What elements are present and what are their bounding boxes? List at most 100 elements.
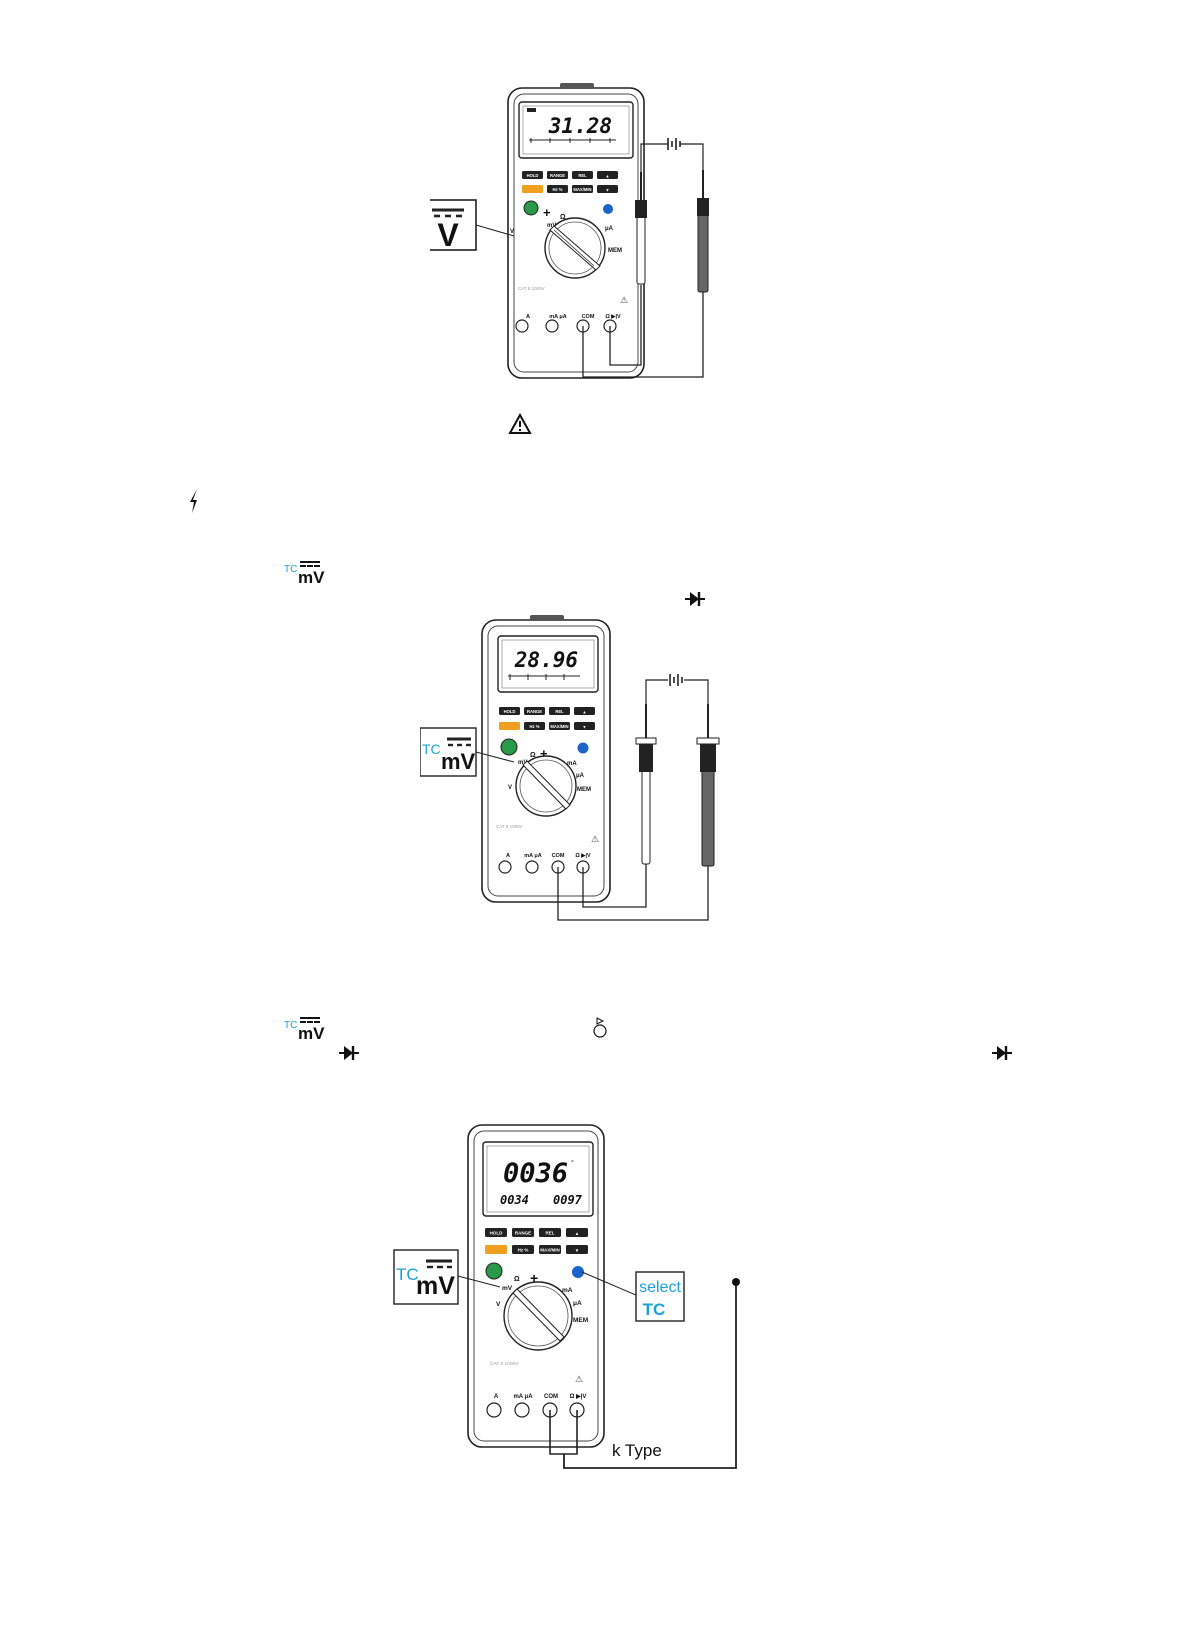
svg-text:HOLD: HOLD [490,1231,503,1236]
dial-label-mem: MEM [608,248,622,254]
hz-button[interactable] [547,185,568,193]
dial-label-ma: mA [567,761,577,767]
down-button[interactable] [566,1245,588,1254]
thermocouple-tip [732,1278,740,1286]
rel-button[interactable] [549,707,570,715]
red-probe [696,704,720,867]
shift-button[interactable] [499,722,520,730]
svg-text:+: + [530,1270,538,1286]
dial-label-ua: μA [605,226,614,232]
svg-text:RANGE: RANGE [515,1231,531,1236]
rel-button[interactable] [572,171,593,179]
svg-text:▼: ▼ [605,188,609,193]
callout-tc: TC [422,741,441,757]
down-button[interactable] [574,722,595,730]
hold-button[interactable] [485,1228,507,1237]
svg-text:MAX/MIN: MAX/MIN [540,1248,560,1253]
terminal-a [486,1402,502,1418]
terminal-label-a: A [506,853,510,859]
battery-symbol [667,138,681,150]
high-voltage-icon [190,489,197,513]
dial-label-ohm: Ω [530,752,536,759]
select-button[interactable] [577,742,589,754]
up-button[interactable] [597,171,618,179]
terminal-label-a: A [526,314,530,320]
button-panel: HOLD RANGE REL ▲ Hz % MAX/MIN ▼ [485,1228,588,1254]
cat-rating: CAT II 1000V [496,824,523,829]
maxmin-button[interactable] [549,722,570,730]
svg-text:°: ° [571,1159,574,1167]
power-button[interactable] [485,1262,503,1280]
terminal-label-ma: mA μA [549,314,567,320]
lcd-main-reading: 31.28 [548,114,612,138]
range-button[interactable] [524,707,545,715]
warning-icon [508,413,532,434]
shift-button[interactable] [485,1245,507,1254]
button-panel: HOLD RANGE REL ▲ Hz % MAX/MIN ▼ [522,171,618,193]
svg-text:REL: REL [578,173,587,178]
down-button[interactable] [597,185,618,193]
rel-button[interactable] [539,1228,561,1237]
cat-rating: CAT II 1000V [518,286,545,291]
range-button[interactable] [547,171,568,179]
diode-icon [992,1046,1012,1060]
dial-label-mem: MEM [573,1317,588,1324]
svg-text:▲: ▲ [575,1231,579,1236]
select-callout-box [635,1271,685,1322]
button-panel: HOLD RANGE REL ▲ Hz % MAX/MIN ▼ [499,707,595,730]
svg-text:+: + [540,746,548,761]
hz-button[interactable] [512,1245,534,1254]
dial-label-ohm: Ω [514,1276,520,1283]
terminal-ma [514,1402,530,1418]
dial-label-mv: mV [502,1285,513,1292]
hz-button[interactable] [524,722,545,730]
dial-label-ohm: Ω [560,214,566,221]
select-button[interactable] [603,204,613,214]
callout-v: V [437,217,459,253]
lcd-main-reading: 0036 [503,1158,568,1189]
up-button[interactable] [574,707,595,715]
hold-button[interactable] [499,707,520,715]
svg-text:REL: REL [555,709,564,714]
terminal-label-ma: mA μA [524,853,542,859]
svg-text:REL: REL [546,1231,555,1236]
black-probe [635,704,657,865]
up-button[interactable] [566,1228,588,1237]
callout-box [420,727,477,777]
svg-text:+: + [543,205,551,220]
dial-label-v: V [508,785,512,791]
inline-tc-mv-icon: TC mV [284,1016,328,1044]
inline-tc-label: TC [284,564,298,575]
select-button[interactable] [572,1266,584,1278]
dial-label-mv: mV [518,760,527,766]
svg-text:Hz %: Hz % [552,187,562,192]
svg-text:▼: ▼ [582,725,586,730]
terminal-label-v: Ω ▶|V [575,852,591,859]
probe-label: k Type [612,1441,662,1460]
terminal-label-com: COM [544,1394,558,1400]
callout-mv: mV [416,1272,455,1300]
svg-text:▲: ▲ [605,174,609,179]
shift-button[interactable] [522,185,543,193]
maxmin-button[interactable] [572,185,593,193]
maxmin-button[interactable] [539,1245,561,1254]
power-button[interactable] [500,738,518,756]
hold-button[interactable] [522,171,543,179]
terminal-label-com: COM [582,314,595,320]
svg-text:Hz %: Hz % [518,1248,529,1253]
diode-icon [339,1046,359,1060]
range-button[interactable] [512,1228,534,1237]
svg-text:▲: ▲ [582,710,586,715]
inline-tc-mv-icon: TC mV [284,560,328,588]
terminal-a [498,860,512,874]
cat-rating: CAT II 1000V [490,1361,519,1367]
terminal-label-v: Ω ▶|V [605,313,621,320]
terminal-label-v: Ω ▶|V [570,1393,587,1400]
dial-label-ua: μA [576,773,585,779]
svg-text:RANGE: RANGE [527,709,542,714]
figure-1-voltage-measurement: 31.28 HOLD RANGE REL ▲ Hz % MAX/MIN ▼ mV… [430,83,709,379]
power-button[interactable] [523,200,539,216]
svg-text:⚠: ⚠ [575,1374,583,1384]
svg-text:▼: ▼ [575,1248,579,1253]
svg-text:Hz %: Hz % [529,724,539,729]
